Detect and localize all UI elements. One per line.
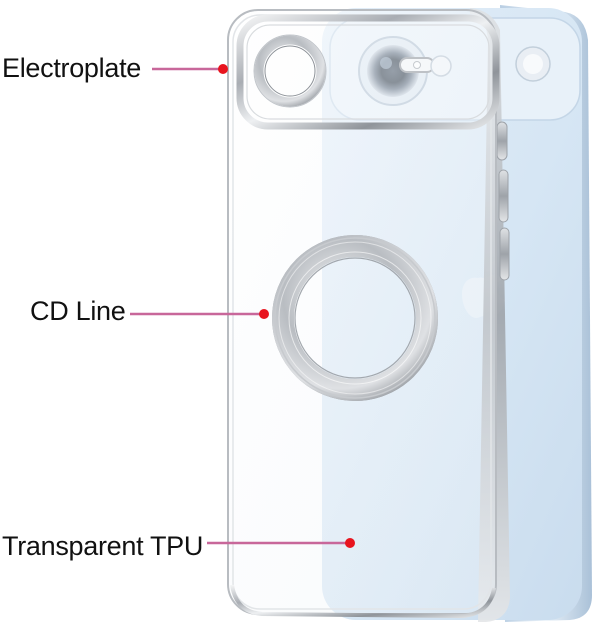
callout-cd-line [130, 309, 269, 319]
electroplate-label: Electroplate [2, 53, 141, 83]
callout-dot [259, 309, 269, 319]
transparent-tpu-label: Transparent TPU [2, 531, 204, 561]
callout-transparent-tpu [207, 538, 355, 548]
callout-dot [345, 538, 355, 548]
callout-electroplate [152, 64, 228, 74]
electroplate-camera-frame [236, 14, 500, 130]
cd-line-magnetic-ring [272, 235, 438, 401]
callout-dot [218, 64, 228, 74]
lens-ring-icon [253, 34, 327, 108]
cd-line-label: CD Line [30, 296, 126, 326]
